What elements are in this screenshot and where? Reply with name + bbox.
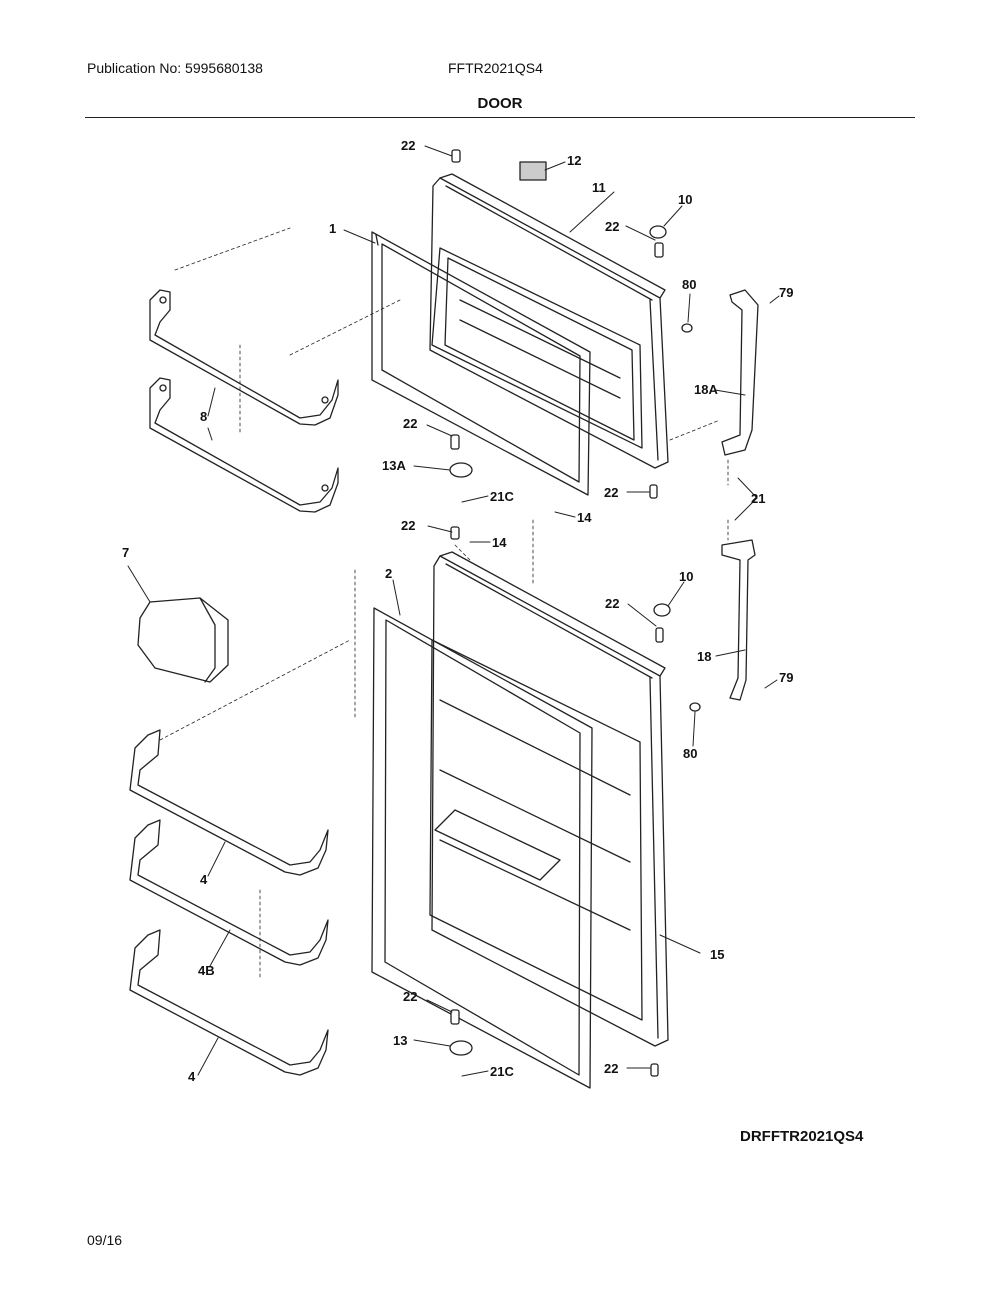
- callout-18a: 18A: [694, 382, 718, 397]
- freezer-door-assembly: [371, 173, 669, 496]
- callout-79: 79: [779, 670, 793, 685]
- callout-22: 22: [604, 485, 618, 500]
- callout-15: 15: [710, 947, 724, 962]
- callout-22: 22: [605, 596, 619, 611]
- hardware-parts: [449, 149, 701, 1077]
- callout-2: 2: [385, 566, 392, 581]
- callout-22: 22: [403, 416, 417, 431]
- fresh-food-door-shelves: [129, 729, 329, 1076]
- fresh-food-door-assembly: [371, 551, 669, 1089]
- model-number: FFTR2021QS4: [448, 60, 543, 76]
- header-divider: [85, 117, 915, 118]
- revision-date: 09/16: [87, 1232, 123, 1248]
- callout-21c: 21C: [490, 489, 514, 504]
- dairy-compartment: [137, 597, 229, 683]
- callout-22: 22: [604, 1061, 618, 1076]
- door-handles: [721, 289, 759, 701]
- publication-number: Publication No: 5995680138: [87, 60, 263, 76]
- callout-80: 80: [682, 277, 696, 292]
- callout-12: 12: [567, 153, 581, 168]
- callout-14: 14: [492, 535, 507, 550]
- callout-10: 10: [678, 192, 692, 207]
- callout-4: 4: [188, 1069, 196, 1084]
- callout-22: 22: [403, 989, 417, 1004]
- callout-13: 13: [393, 1033, 407, 1048]
- freezer-door-shelves: [149, 289, 339, 513]
- callout-7: 7: [122, 545, 129, 560]
- callout-4: 4: [200, 872, 208, 887]
- assembly-lines: [159, 227, 729, 981]
- callout-80: 80: [683, 746, 697, 761]
- callout-22: 22: [605, 219, 619, 234]
- callout-22: 22: [401, 138, 415, 153]
- callout-14: 14: [577, 510, 592, 525]
- callout-21: 21: [751, 491, 765, 506]
- diagram-code: DRFFTR2021QS4: [740, 1128, 864, 1145]
- callout-22: 22: [401, 518, 415, 533]
- callout-4b: 4B: [198, 963, 215, 978]
- callout-8: 8: [200, 409, 207, 424]
- leader-lines: [127, 145, 780, 1077]
- callout-79: 79: [779, 285, 793, 300]
- page-title: DOOR: [477, 95, 523, 112]
- callout-18: 18: [697, 649, 711, 664]
- callout-21c: 21C: [490, 1064, 514, 1079]
- callout-10: 10: [679, 569, 693, 584]
- callout-11: 11: [592, 180, 606, 195]
- callout-1: 1: [329, 221, 336, 236]
- callout-13a: 13A: [382, 458, 406, 473]
- callout-labels: 22 12 11 10 22 1 80 79 18A 8 22 13A 21C …: [122, 138, 793, 1084]
